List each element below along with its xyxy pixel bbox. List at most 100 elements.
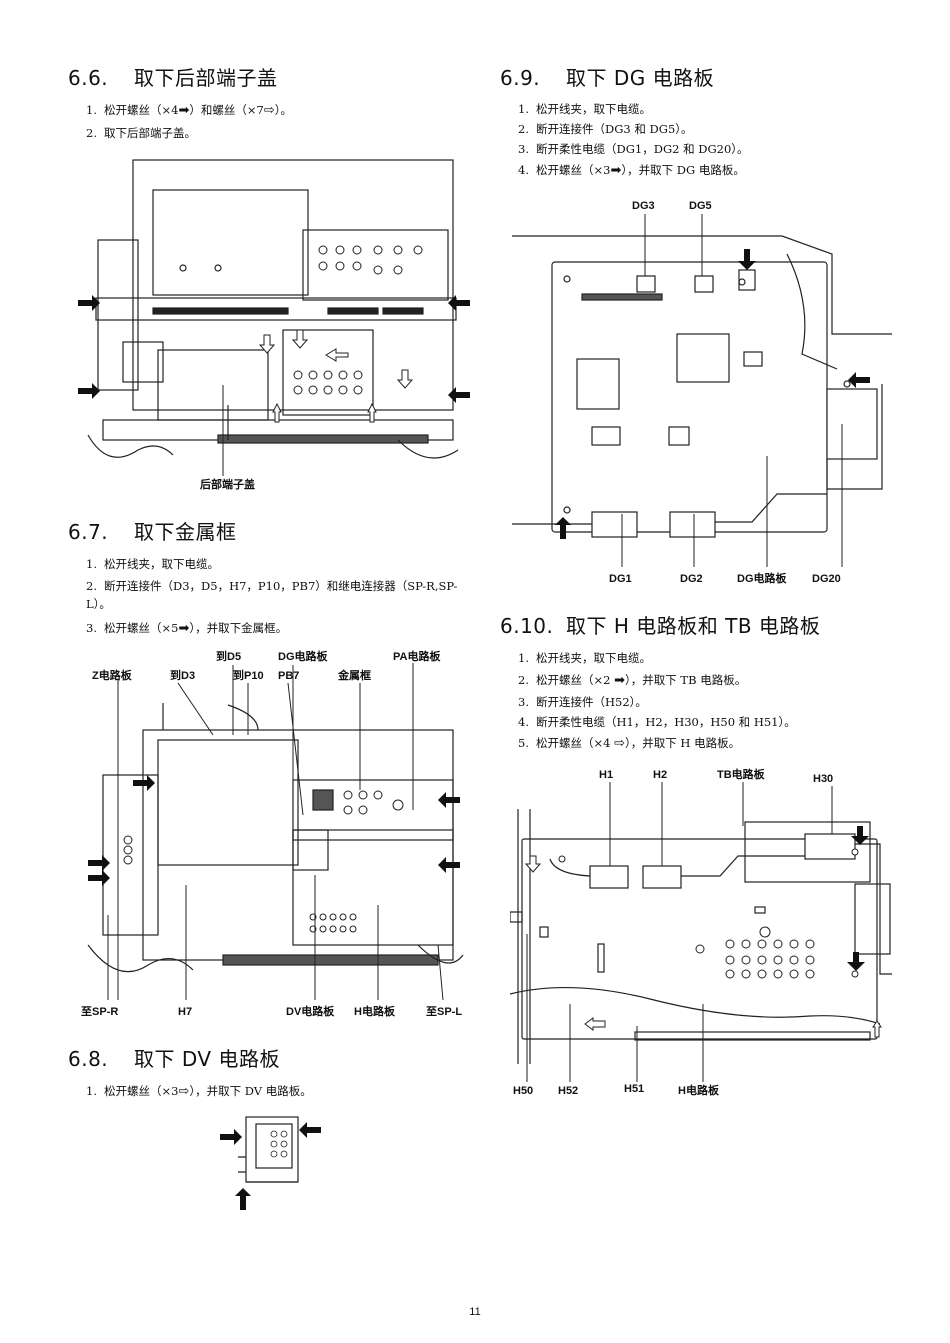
label-tb-board: TB电路板: [717, 767, 766, 781]
step-text: 取下后部端子盖。: [104, 126, 196, 140]
diagram-dg-board: DG3 DG5 DG1 DG2 DG电路板 DG20: [512, 200, 892, 585]
step-item: 1.松开线夹，取下电缆。: [518, 647, 900, 669]
label-dg-board: DG电路板: [278, 649, 328, 663]
step-item: 3.断开连接件（H52）。: [518, 692, 900, 712]
label-to-p10: 到P10: [233, 668, 264, 682]
section-6-7: 6.7. 取下金属框 1.松开线夹，取下电缆。 2.断开连接件（D3，D5，H7，…: [68, 516, 478, 640]
section-title: 取下 DG 电路板: [566, 66, 715, 90]
section-title: 取下 DV 电路板: [134, 1047, 280, 1071]
diagram-h-tb-board: H1 H2 TB电路板 H30 H50 H52 H51 H电路板: [510, 767, 892, 1097]
step-marker: 1.: [86, 103, 97, 117]
step-text: 断开连接件（D3，D5，H7，P10，PB7）和继电连接器（SP-R,SP-L）…: [86, 579, 458, 611]
diagram-rear-terminal-cover: 后部端子盖: [78, 159, 470, 491]
step-item: 1.松开线夹，取下电缆。: [86, 553, 478, 575]
step-text: ）。: [274, 103, 292, 117]
section-heading: 6.8. 取下 DV 电路板: [68, 1043, 478, 1072]
step-text: 松开螺丝（×4: [104, 103, 179, 117]
step-item: 5.松开螺丝（×4 ⇨），并取下 H 电路板。: [518, 732, 900, 755]
step-marker: 3.: [86, 621, 97, 635]
solid-arrow-icon: ➡: [178, 621, 190, 636]
step-text: ），并取下 DG 电路板。: [621, 163, 745, 177]
step-marker: 5.: [518, 736, 529, 750]
section-heading: 6.7. 取下金属框: [68, 516, 478, 545]
section-number: 6.7.: [68, 520, 109, 544]
step-item: 3. 断开柔性电缆（DG1，DG2 和 DG20）。: [518, 139, 900, 159]
label-dg5: DG5: [689, 200, 712, 212]
solid-arrow-icon: ➡: [610, 163, 622, 178]
label-z-board: Z电路板: [92, 668, 133, 682]
solid-arrow-icon: ➡: [178, 103, 190, 118]
hollow-arrow-icon: ⇨: [263, 103, 275, 118]
step-text: ），并取下 TB 电路板。: [625, 673, 747, 687]
step-marker: 2.: [86, 579, 97, 593]
figure-rear-terminal-cover: 后部端子盖: [78, 150, 470, 495]
diagram-dv-board: [220, 1116, 321, 1210]
step-list: 1.松开线夹，取下电缆。 2.断开连接件（D3，D5，H7，P10，PB7）和继…: [68, 553, 478, 640]
label-to-d5: 到D5: [216, 649, 241, 663]
step-text: 松开螺丝（×3: [104, 1084, 179, 1098]
step-text: 松开线夹，取下电缆。: [104, 557, 219, 571]
section-title: 取下后部端子盖: [134, 66, 278, 90]
step-marker: 2.: [518, 122, 529, 136]
step-item: 2.断开连接件（D3，D5，H7，P10，PB7）和继电连接器（SP-R,SP-…: [86, 575, 478, 617]
figure-h-tb-board: H1 H2 TB电路板 H30 H50 H52 H51 H电路板: [510, 764, 892, 1099]
step-marker: 2.: [518, 673, 529, 687]
section-title: 取下 H 电路板和 TB 电路板: [566, 614, 821, 638]
step-text: 松开螺丝（×4: [536, 736, 611, 750]
section-6-8: 6.8.取下 DV 电路板 1.松开螺丝（×3⇨），并取下 DV 电路板。: [68, 1043, 478, 1103]
label-dg1: DG1: [609, 573, 632, 585]
step-marker: 4.: [518, 163, 529, 177]
step-item: 1. 松开螺丝（×4➡）和螺丝（×7⇨）。: [86, 99, 478, 122]
step-marker: 4.: [518, 715, 529, 729]
step-item: 2.断开连接件（DG3 和 DG5）。: [518, 119, 900, 139]
step-list: 1.松开螺丝（×3⇨），并取下 DV 电路板。: [68, 1080, 478, 1103]
step-text: 松开螺丝（×5: [104, 621, 179, 635]
section-number: 6.8.: [68, 1047, 109, 1071]
label-h-board: H电路板: [678, 1083, 720, 1097]
label-dg3: DG3: [632, 200, 655, 212]
section-number: 6.10.: [500, 614, 554, 638]
label-metal-frame: 金属框: [337, 668, 371, 682]
section-6-6: 6.6. 取下后部端子盖 1. 松开螺丝（×4➡）和螺丝（×7⇨）。 2. 取下后部端…: [68, 62, 478, 144]
label-h2: H2: [653, 769, 667, 781]
step-item: 3.松开螺丝（×5➡），并取下金属框。: [86, 617, 478, 640]
label-pa-board: PA电路板: [393, 649, 441, 663]
label-h51: H51: [624, 1083, 644, 1095]
figure-metal-frame: 到D5 DG电路板 PA电路板 Z电路板 到D3 到P10 PB7 金属框 至S…: [78, 645, 470, 1025]
step-text: 断开柔性电缆（DG1，DG2 和 DG20）。: [536, 142, 749, 156]
step-marker: 1.: [518, 102, 529, 116]
section-number: 6.9.: [500, 66, 541, 90]
step-item: 2. 取下后部端子盖。: [86, 122, 478, 144]
section-heading: 6.6. 取下后部端子盖: [68, 62, 478, 91]
step-list: 1. 松开线夹，取下电缆。 2.断开连接件（DG3 和 DG5）。 3. 断开柔性电…: [500, 99, 900, 182]
step-text: 松开螺丝（×2: [536, 673, 611, 687]
step-item: 4.松开螺丝（×3➡），并取下 DG 电路板。: [518, 159, 900, 182]
hollow-arrow-icon: ⇨: [614, 736, 626, 751]
step-marker: 1.: [86, 1084, 97, 1098]
figure-dv-board: [218, 1112, 323, 1212]
label-h52: H52: [558, 1085, 578, 1097]
diagram-metal-frame: 到D5 DG电路板 PA电路板 Z电路板 到D3 到P10 PB7 金属框 至S…: [81, 649, 464, 1018]
step-marker: 1.: [518, 651, 529, 665]
label-h7: H7: [178, 1006, 192, 1018]
label-dg-board: DG电路板: [737, 571, 787, 585]
section-title: 取下金属框: [134, 520, 237, 544]
step-item: 1. 松开线夹，取下电缆。: [518, 99, 900, 119]
step-list: 1. 松开螺丝（×4➡）和螺丝（×7⇨）。 2. 取下后部端子盖。: [68, 99, 478, 144]
figure-dg-board: DG3 DG5 DG1 DG2 DG电路板 DG20: [512, 194, 892, 589]
step-text: ），并取下 DV 电路板。: [189, 1084, 312, 1098]
step-text: ）和螺丝（×7: [189, 103, 264, 117]
step-text: 断开连接件（H52）。: [536, 695, 647, 709]
section-number: 6.6.: [68, 66, 109, 90]
label-h30: H30: [813, 773, 833, 785]
solid-arrow-icon: ➡: [614, 673, 626, 688]
step-marker: 2.: [86, 126, 97, 140]
step-marker: 3.: [518, 142, 529, 156]
step-item: 4. 断开柔性电缆（H1，H2，H30，H50 和 H51）。: [518, 712, 900, 732]
label-dv-board: DV电路板: [286, 1004, 335, 1018]
label-to-sp-l: 至SP-L: [426, 1005, 462, 1018]
step-text: 松开线夹，取下电缆。: [536, 102, 651, 116]
step-item: 1.松开螺丝（×3⇨），并取下 DV 电路板。: [86, 1080, 478, 1103]
step-text: 断开柔性电缆（H1，H2，H30，H50 和 H51）。: [536, 715, 796, 729]
label-to-sp-r: 至SP-R: [81, 1005, 118, 1018]
